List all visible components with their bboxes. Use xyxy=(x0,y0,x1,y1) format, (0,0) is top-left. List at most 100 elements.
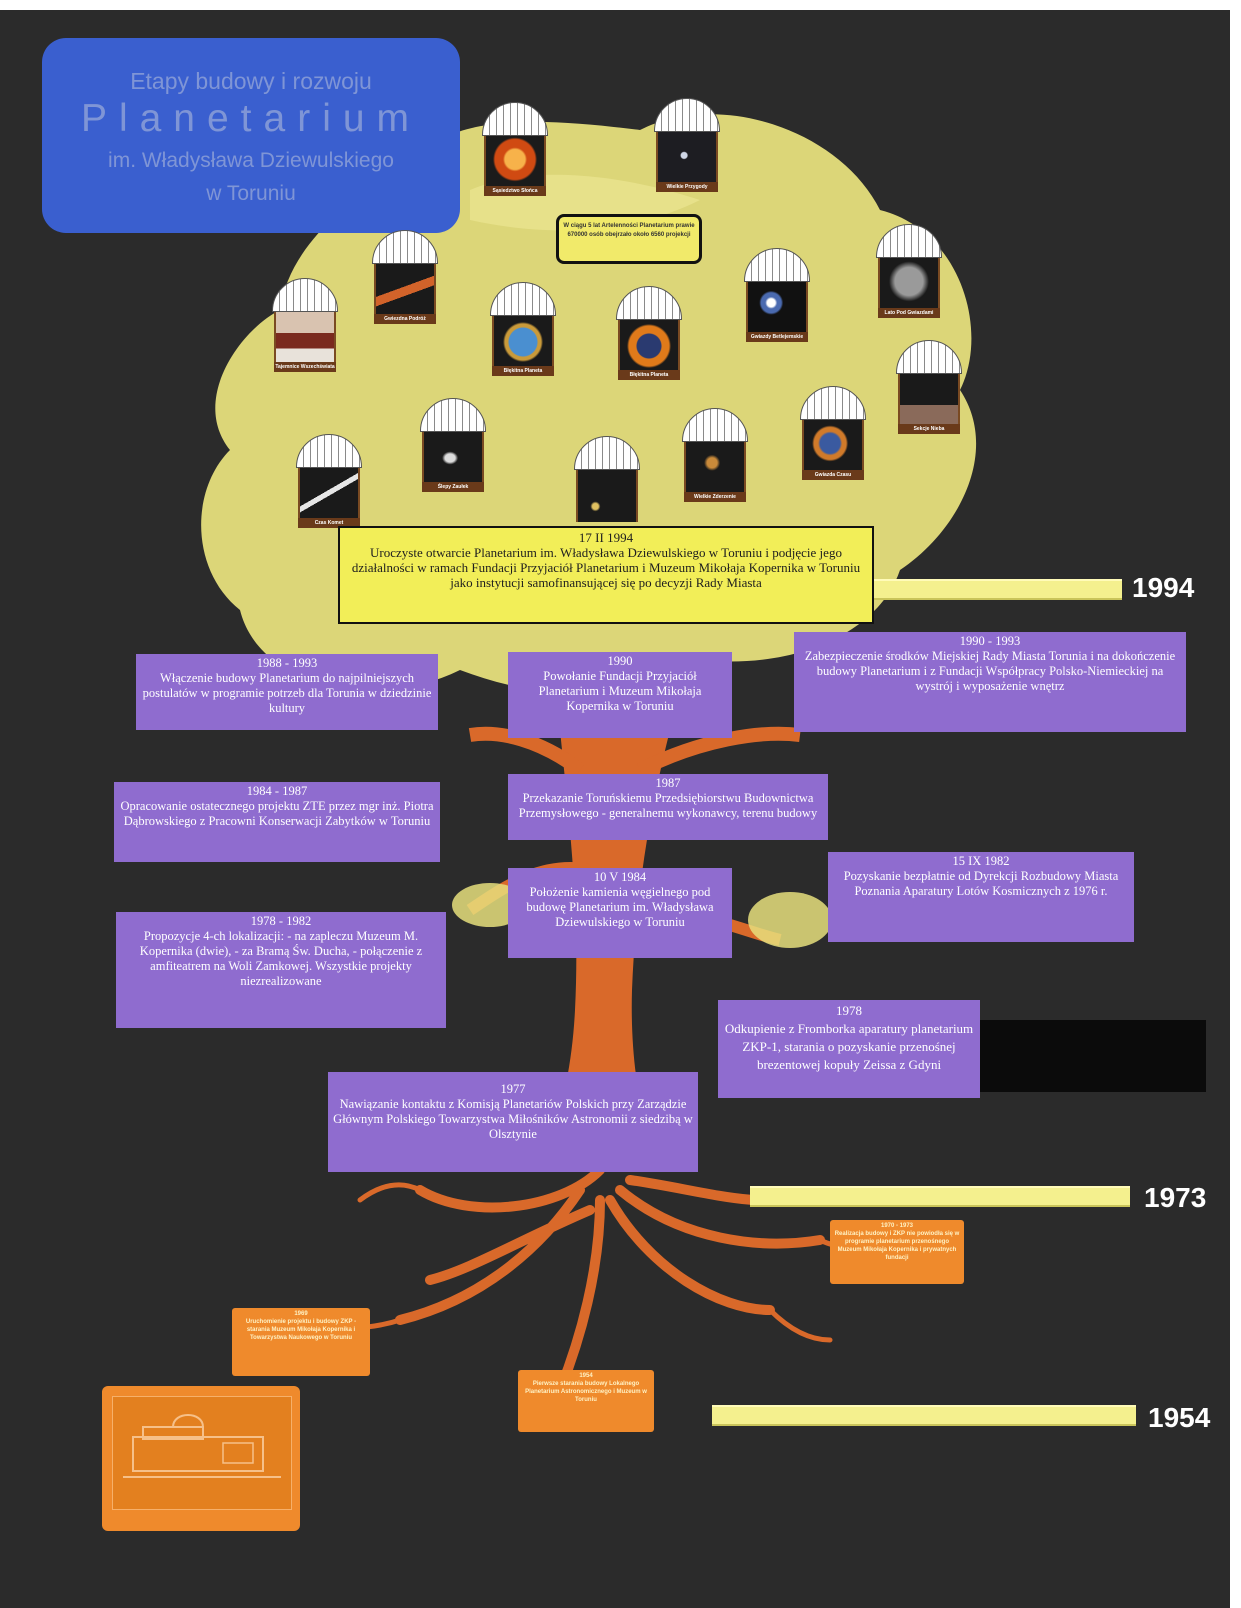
moonrise-photo xyxy=(898,374,960,426)
building-sketch xyxy=(123,1414,281,1478)
dome-icon xyxy=(420,398,486,432)
event-text: Pierwsze starania budowy Lokalnego Plane… xyxy=(525,1381,647,1403)
event-1954: 1954 Pierwsze starania budowy Lokalnego … xyxy=(518,1370,654,1432)
year-bar-1954 xyxy=(712,1405,1136,1426)
show-caption: Lato Pod Gwiazdami xyxy=(878,308,940,318)
event-text: Nawiązanie kontaktu z Komisją Planetarió… xyxy=(333,1097,693,1141)
nebula-photo xyxy=(576,470,638,522)
space-photo xyxy=(656,132,718,184)
attendance-notice: W ciągu 5 lat Artelenności Planetarium p… xyxy=(556,214,702,264)
event-date: 1988 - 1993 xyxy=(256,656,318,670)
show-caption: Czas Komet xyxy=(298,518,360,528)
title-box: Etapy budowy i rozwoju Planetarium im. W… xyxy=(42,38,460,233)
dome-icon xyxy=(272,278,338,312)
dome-icon xyxy=(800,386,866,420)
building-photo xyxy=(102,1386,300,1531)
event-1987: 1987 Przekazanie Toruńskiemu Przedsiębio… xyxy=(508,774,828,840)
event-date: 17 II 1994 xyxy=(578,530,634,545)
show-tile: Sekcje Nieba xyxy=(896,340,962,434)
dome-icon xyxy=(482,102,548,136)
event-1984-cornerstone: 10 V 1984 Położenie kamienia węgielnego … xyxy=(508,868,732,958)
event-text: Powołanie Fundacji Przyjaciół Planetariu… xyxy=(538,669,702,713)
show-tile: Gwiazda Czasu xyxy=(800,386,866,480)
event-date: 1990 xyxy=(607,654,633,668)
event-text: Położenie kamienia węgielnego pod budowę… xyxy=(526,885,714,929)
dome-icon xyxy=(744,248,810,282)
event-1969: 1969 Uruchomienie projektu i budowy ZKP … xyxy=(232,1308,370,1376)
show-tile: Tajemnice Wszechświata xyxy=(272,278,338,372)
galaxy-photo xyxy=(422,432,484,484)
event-date: 1984 - 1987 xyxy=(246,784,308,798)
star-photo xyxy=(746,282,808,334)
poster-board: Etapy budowy i rozwoju Planetarium im. W… xyxy=(0,10,1230,1608)
event-1988-1993: 1988 - 1993 Włączenie budowy Planetarium… xyxy=(136,654,438,730)
show-tile: Gwiezdna Podróż xyxy=(372,230,438,324)
event-1982: 15 IX 1982 Pozyskanie bezpłatnie od Dyre… xyxy=(828,852,1134,942)
title-line-1: Etapy budowy i rozwoju xyxy=(130,68,372,94)
comet-photo xyxy=(298,468,360,520)
event-date: 1978 xyxy=(836,1003,862,1018)
year-bar-1994 xyxy=(860,579,1122,600)
show-caption: Gwiazda Czasu xyxy=(802,470,864,480)
event-date: 15 IX 1982 xyxy=(952,854,1010,868)
show-tile: Czas Komet xyxy=(296,434,362,528)
year-label-1994: 1994 xyxy=(1132,572,1195,603)
sun-corona-photo xyxy=(618,320,680,372)
sun-photo xyxy=(484,136,546,188)
event-text: Pozyskanie bezpłatnie od Dyrekcji Rozbud… xyxy=(843,869,1119,898)
show-caption: Gwiezdna Podróż xyxy=(374,314,436,324)
event-text: Opracowanie ostatecznego projektu ZTE pr… xyxy=(120,799,434,828)
building-photo-image xyxy=(112,1396,292,1510)
show-tile: Gwiazdy Betlejemskie xyxy=(744,248,810,342)
black-rectangle xyxy=(978,1020,1206,1092)
event-text: Realizacja budowy i ZKP nie powiodła się… xyxy=(834,1231,960,1261)
year-label-1954: 1954 xyxy=(1148,1402,1211,1433)
dome-icon xyxy=(372,230,438,264)
astronaut-photo xyxy=(274,312,336,364)
show-caption: Sekcje Nieba xyxy=(898,424,960,434)
show-tile: Lato Pod Gwiazdami xyxy=(876,224,942,318)
event-date: 1954 xyxy=(579,1373,593,1379)
year-label-1973: 1973 xyxy=(1144,1182,1207,1213)
event-text: Uroczyste otwarcie Planetarium im. Włady… xyxy=(351,545,861,590)
planets-photo xyxy=(684,442,746,494)
dome-icon xyxy=(490,282,556,316)
show-tile: Wielkie Przygody xyxy=(654,98,720,192)
show-caption: Ślepy Zaułek xyxy=(422,482,484,492)
show-tile: Błękitna Planeta xyxy=(490,282,556,376)
event-1978-1982: 1978 - 1982 Propozycje 4-ch lokalizacji:… xyxy=(116,912,446,1028)
event-text: Włączenie budowy Planetarium do najpilni… xyxy=(142,671,432,715)
event-text: Zabezpieczenie środków Miejskiej Rady Mi… xyxy=(804,649,1176,693)
show-tile: Wielkie Zderzenie xyxy=(682,408,748,502)
title-line-3: im. Władysława Dziewulskiego xyxy=(108,149,394,172)
dome-icon xyxy=(574,436,640,470)
event-1990-1993-funding: 1990 - 1993 Zabezpieczenie środków Miejs… xyxy=(794,632,1186,732)
event-date: 1978 - 1982 xyxy=(250,914,312,928)
moon-photo xyxy=(878,258,940,310)
event-1990-foundation: 1990 Powołanie Fundacji Przyjaciół Plane… xyxy=(508,652,732,738)
title-line-2: Planetarium xyxy=(80,97,422,140)
event-1977: 1977 Nawiązanie kontaktu z Komisją Plane… xyxy=(328,1072,698,1172)
show-caption: Błękitna Planeta xyxy=(492,366,554,376)
event-1984-1987: 1984 - 1987 Opracowanie ostatecznego pro… xyxy=(114,782,440,862)
event-1978: 1978 Odkupienie z Fromborka aparatury pl… xyxy=(718,1000,980,1098)
event-text: Uruchomienie projektu i budowy ZKP - sta… xyxy=(245,1319,357,1341)
title-line-4: w Toruniu xyxy=(206,182,296,205)
dome-icon xyxy=(682,408,748,442)
show-caption: Wielkie Zderzenie xyxy=(684,492,746,502)
dome-icon xyxy=(296,434,362,468)
event-text: Przekazanie Toruńskiemu Przedsiębiorstwu… xyxy=(518,791,818,820)
event-date: 1970 - 1973 xyxy=(880,1223,914,1229)
event-date: 10 V 1984 xyxy=(593,870,647,884)
year-bar-1973 xyxy=(750,1186,1130,1207)
show-caption: Gwiazdy Betlejemskie xyxy=(746,332,808,342)
show-tile: Sąsiedztwo Słońca xyxy=(482,102,548,196)
comet-photo xyxy=(374,264,436,316)
show-caption: Wielkie Przygody xyxy=(656,182,718,192)
show-caption: Tajemnice Wszechświata xyxy=(274,362,336,372)
event-text: Odkupienie z Fromborka aparatury planeta… xyxy=(724,1021,974,1072)
event-date: 1990 - 1993 xyxy=(959,634,1021,648)
ring-photo xyxy=(802,420,864,472)
dome-icon xyxy=(896,340,962,374)
show-tile: Ślepy Zaułek xyxy=(420,398,486,492)
